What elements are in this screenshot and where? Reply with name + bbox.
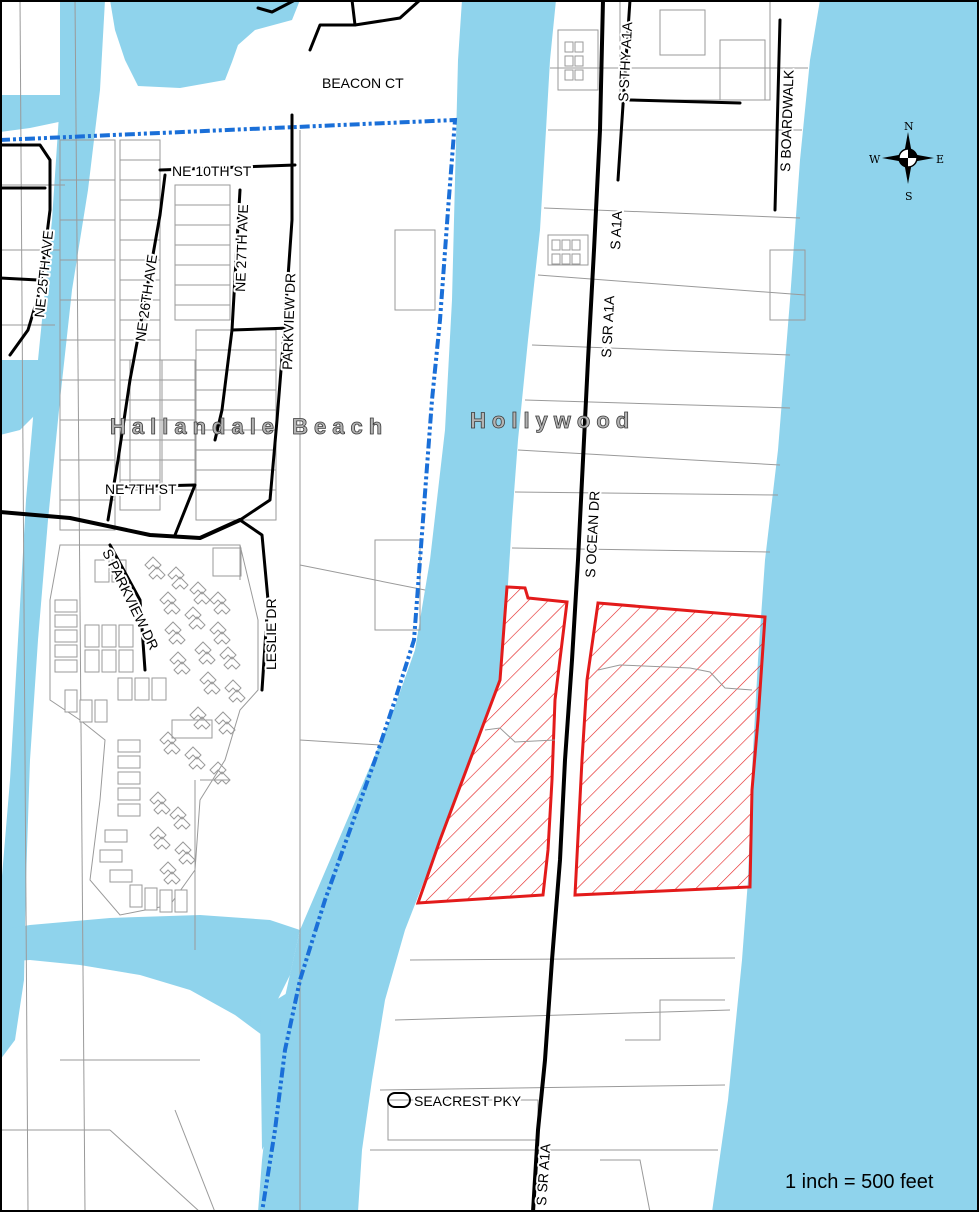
label-s-a1a: S A1A — [607, 210, 625, 250]
north-lagoon — [110, 0, 300, 88]
condo-building — [209, 761, 231, 785]
condo-building — [149, 826, 171, 850]
label-ne-10th-st: NE 10TH ST — [172, 163, 252, 179]
compass-w: W — [869, 153, 881, 166]
building-footprint-east — [597, 664, 753, 691]
building-footprint-west — [484, 727, 556, 743]
label-leslie-dr: LESLIE DR — [263, 598, 279, 670]
seacrest-cul-de-sac — [387, 1092, 411, 1108]
svg-text:NE 27TH AVE: NE 27TH AVE — [232, 204, 251, 292]
condo-building — [169, 806, 191, 830]
condo-building — [169, 651, 191, 675]
condo-building — [184, 606, 206, 630]
condo-buildings — [144, 556, 246, 885]
compass-rose-icon: N S E W — [869, 120, 944, 203]
condo-building — [194, 641, 216, 665]
roads — [0, 0, 782, 1212]
svg-text:S A1A: S A1A — [607, 210, 625, 250]
west-channel — [0, 0, 105, 1060]
condo-building — [184, 746, 206, 770]
subject-parcel-west — [415, 585, 569, 905]
label-ne-7th-st: NE 7TH ST — [105, 481, 177, 497]
road-s-parkview-dr-main — [0, 510, 242, 540]
condo-building — [219, 646, 241, 670]
condo-building — [174, 841, 196, 865]
road-ne-25th-ave — [0, 143, 52, 357]
condo-building — [189, 706, 211, 730]
label-ne-27th-ave: NE 27TH AVE — [232, 204, 251, 292]
condo-building — [144, 556, 166, 580]
label-beacon-ct: BEACON CT — [322, 75, 404, 91]
condo-building — [159, 731, 181, 755]
road-ne-10th-st — [158, 163, 297, 172]
ocean — [712, 0, 979, 1212]
label-parkview-dr: PARKVIEW DR — [279, 273, 298, 370]
svg-text:S SR A1A: S SR A1A — [598, 294, 617, 358]
label-s-sthy-a1a: S STHY A1A — [615, 21, 635, 102]
svg-text:NE 7TH ST: NE 7TH ST — [105, 481, 177, 497]
condo-building — [167, 566, 189, 590]
road-ne-26th-ave — [106, 173, 167, 522]
condo-building — [164, 621, 186, 645]
city-label-hallandale-beach: Hallandale Beach — [110, 414, 388, 439]
road-ne-27th-ave — [213, 188, 242, 442]
label-s-boardwalk: S BOARDWALK — [777, 69, 797, 172]
condo-building — [224, 679, 246, 703]
label-s-ocean-dr: S OCEAN DR — [582, 490, 603, 578]
intracoastal-waterway — [258, 0, 556, 1212]
condo-building — [199, 671, 221, 695]
condo-building — [159, 591, 181, 615]
subject-site — [415, 585, 767, 905]
scale-label: 1 inch = 500 feet — [785, 1171, 934, 1193]
compass-n: N — [904, 120, 914, 133]
condo-building — [209, 591, 231, 615]
condo-building — [214, 711, 236, 735]
svg-text:LESLIE DR: LESLIE DR — [263, 598, 279, 670]
svg-text:S BOARDWALK: S BOARDWALK — [777, 69, 797, 172]
east-buildings — [551, 41, 584, 265]
condo-building — [159, 861, 181, 885]
city-label-hollywood: Hollywood — [470, 408, 635, 433]
svg-text:SEACREST PKY: SEACREST PKY — [414, 1093, 522, 1109]
canal-mid-west — [0, 360, 50, 435]
road-s-parkview-dr — [108, 543, 147, 672]
condo-building — [209, 621, 231, 645]
condo-building — [189, 581, 211, 605]
label-seacrest-pky: SEACREST PKY — [414, 1093, 522, 1109]
road-leslie-dr — [238, 518, 270, 692]
label-s-sr-a1a-south: S SR A1A — [533, 1142, 553, 1206]
subject-parcel-east — [573, 601, 767, 897]
compass-e: E — [936, 153, 944, 166]
city-boundary-line — [0, 117, 458, 1212]
svg-text:PARKVIEW DR: PARKVIEW DR — [279, 273, 298, 370]
road-parkview-dr — [238, 113, 294, 522]
residential-lots — [59, 139, 277, 531]
road-ne-7th-st — [113, 483, 197, 537]
road-sr-a1a — [531, 0, 605, 1212]
label-s-sr-a1a-north: S SR A1A — [598, 294, 617, 358]
label-beacon-ct-text: BEACON CT — [322, 75, 404, 91]
south-lagoon — [0, 915, 300, 1035]
parcel-lines — [0, 0, 808, 1212]
condo-building — [149, 791, 171, 815]
compass-s: S — [905, 190, 913, 203]
canal-north — [0, 95, 92, 132]
svg-text:NE 10TH ST: NE 10TH ST — [172, 163, 252, 179]
residential-buildings — [54, 559, 213, 913]
